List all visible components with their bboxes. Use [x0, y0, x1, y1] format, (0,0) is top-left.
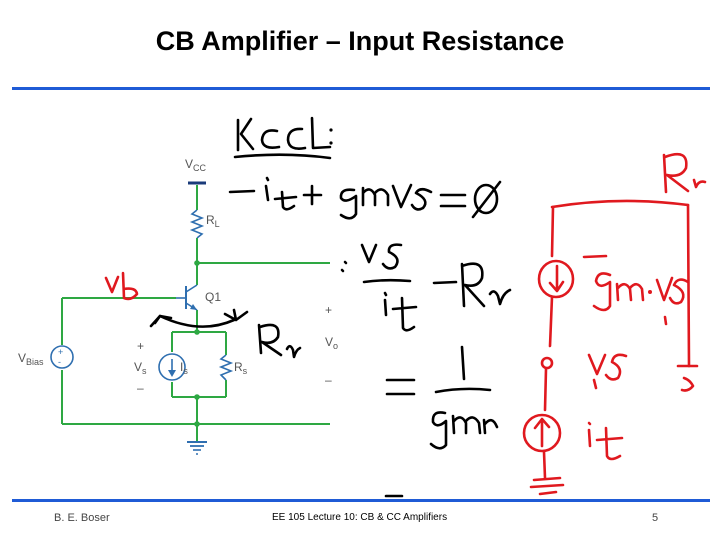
is-current-source [158, 353, 186, 381]
handwritten-ri-annotation [149, 308, 302, 359]
svg-text:Vs: Vs [134, 360, 147, 376]
rs-label-sub: s [243, 366, 248, 376]
vcc-label-sub: CC [193, 163, 206, 173]
svg-text:RL: RL [206, 213, 220, 229]
ground-symbol [187, 441, 207, 455]
svg-text:VCC: VCC [185, 157, 207, 173]
svg-text:Is: Is [180, 360, 188, 376]
vs-label-sub: s [142, 366, 147, 376]
vs-minus: – [137, 381, 144, 395]
handwritten-vb-label [104, 271, 139, 301]
q1-transistor [176, 284, 198, 311]
rl-resistor [189, 209, 205, 239]
vs-label: V [134, 360, 142, 374]
is-label-sub: s [183, 366, 188, 376]
rl-label-sub: L [215, 219, 220, 229]
rl-label: R [206, 213, 215, 227]
vcc-label: V [185, 157, 193, 171]
footer-author: B. E. Boser [54, 512, 110, 524]
svg-text:-: - [58, 357, 61, 367]
handwritten-equals-one-over-gm [385, 345, 499, 450]
handwritten-kcl-equation [228, 176, 502, 220]
handwritten-rin-formula [340, 243, 512, 332]
footer-course: EE 105 Lecture 10: CB & CC Amplifiers [272, 512, 448, 523]
rs-label: R [234, 360, 243, 374]
footer-divider [12, 499, 710, 502]
title-divider [12, 87, 710, 90]
rs-resistor [218, 354, 234, 381]
vo-label-sub: o [333, 341, 338, 351]
vo-minus: – [325, 373, 332, 387]
svg-text:Rs: Rs [234, 360, 248, 376]
red-small-signal-model [522, 153, 707, 496]
vo-plus: + [325, 303, 332, 317]
circuit-wires [61, 185, 330, 442]
svg-text:+: + [58, 347, 63, 357]
is-label: I [180, 360, 183, 374]
vo-label: V [325, 335, 333, 349]
vbias-label: V [18, 351, 26, 365]
handwritten-kcl [233, 116, 333, 160]
vbias-label-sub: Bias [26, 357, 44, 367]
q1-label: Q1 [205, 290, 221, 304]
svg-text:Vo: Vo [325, 335, 338, 351]
page-number: 5 [652, 512, 659, 524]
slide-title: CB Amplifier – Input Resistance [155, 26, 565, 56]
vbias-source: + - [50, 345, 74, 369]
vs-plus: + [137, 339, 144, 353]
svg-text:VBias: VBias [18, 351, 44, 367]
